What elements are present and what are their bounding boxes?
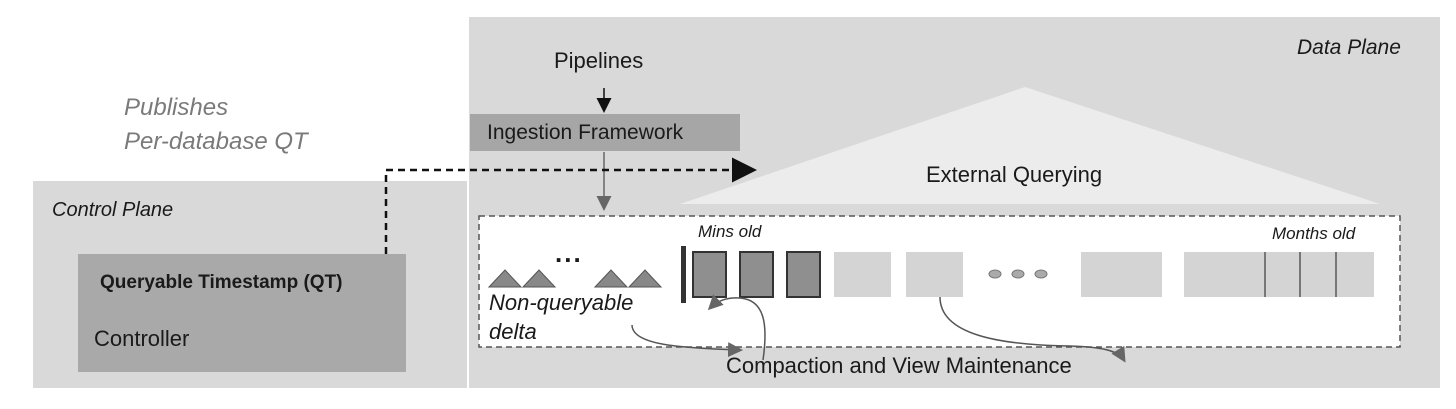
recent-segments <box>692 251 821 298</box>
mins-old-label: Mins old <box>698 222 762 241</box>
queryable-timestamp-box <box>78 254 406 372</box>
compaction-label: Compaction and View Maintenance <box>726 353 1072 378</box>
data-plane-label: Data Plane <box>1297 36 1401 59</box>
pipelines-label: Pipelines <box>554 48 644 73</box>
older-segment <box>834 252 891 297</box>
delta-triangle <box>487 269 523 288</box>
ellipsis-dots <box>988 269 1048 279</box>
delta-triangle <box>627 269 663 288</box>
publish-qt-arrow <box>384 157 757 254</box>
compaction-arrow-back <box>707 294 766 361</box>
recent-segment <box>786 251 821 298</box>
delta-triangle <box>521 269 557 288</box>
older-segment <box>906 252 963 297</box>
older-segment <box>1081 252 1162 297</box>
delta-triangle <box>593 269 629 288</box>
qt-title: Queryable Timestamp (QT) <box>100 272 343 293</box>
external-querying-label: External Querying <box>926 162 1103 187</box>
delta-ellipsis: ... <box>555 238 583 268</box>
recent-segment <box>692 251 727 298</box>
queryable-boundary-bar <box>681 246 686 303</box>
compaction-arrow-delta <box>631 324 743 358</box>
recent-segment <box>739 251 774 298</box>
older-segments <box>834 252 1374 297</box>
control-plane-label: Control Plane <box>52 199 174 221</box>
delta-label: delta <box>489 319 537 344</box>
ingestion-framework-box <box>470 114 740 151</box>
ingestion-framework-label: Ingestion Framework <box>487 121 684 144</box>
oldest-segment-group <box>1184 252 1374 297</box>
compaction-arrow-forward <box>939 296 1126 363</box>
delta-triangles <box>487 269 663 288</box>
months-old-label: Months old <box>1272 224 1356 243</box>
oldest-segment-dividers <box>1264 252 1337 297</box>
external-querying-triangle <box>680 87 1380 204</box>
controller-label: Controller <box>94 326 190 351</box>
publish-note-line1: Publishes <box>124 94 229 121</box>
non-queryable-label: Non-queryable <box>489 290 634 315</box>
publish-note-line2: Per-database QT <box>124 128 308 155</box>
